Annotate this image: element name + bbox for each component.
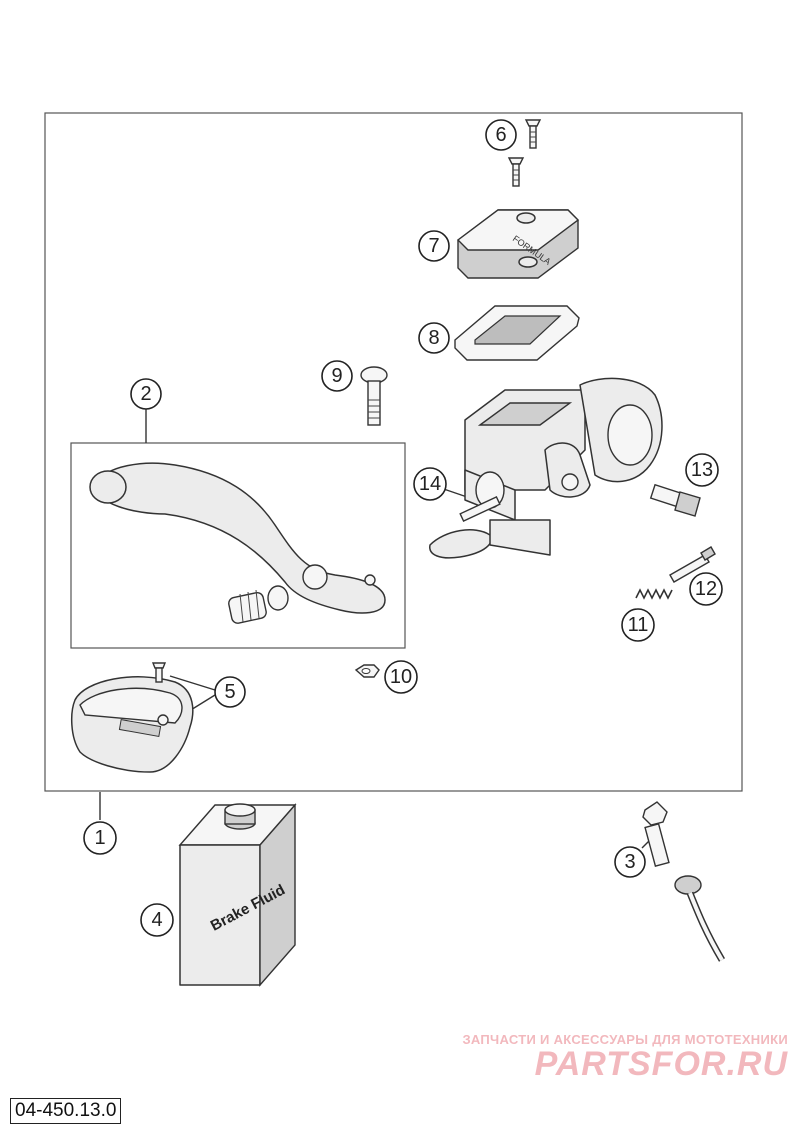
callout-1: 1 bbox=[83, 821, 117, 855]
adjuster-long-screw[interactable] bbox=[669, 546, 716, 583]
callout-8: 8 bbox=[418, 322, 450, 354]
callout-2: 2 bbox=[130, 378, 162, 410]
drawing-number: 04-450.13.0 bbox=[10, 1098, 122, 1124]
callout-label-6: 6 bbox=[495, 124, 506, 146]
return-spring[interactable] bbox=[635, 588, 673, 600]
callout-label-2: 2 bbox=[140, 383, 151, 405]
callout-label-5: 5 bbox=[224, 681, 235, 703]
reservoir-gasket[interactable] bbox=[454, 305, 580, 361]
callout-label-10: 10 bbox=[390, 666, 412, 688]
brake-lever[interactable] bbox=[89, 462, 386, 614]
brake-hose[interactable] bbox=[642, 801, 726, 962]
lever-subassembly-frame bbox=[70, 442, 406, 649]
pivot-bolt[interactable] bbox=[360, 366, 388, 426]
callout-10: 10 bbox=[384, 660, 418, 694]
lever-guard-screw[interactable] bbox=[151, 662, 167, 683]
callout-label-12: 12 bbox=[695, 578, 717, 600]
callout-13: 13 bbox=[685, 453, 719, 487]
callout-7: 7 bbox=[418, 230, 450, 262]
watermark: ЗАПЧАСТИ И АКСЕССУАРЫ ДЛЯ МОТОТЕХНИКИ PA… bbox=[462, 1032, 788, 1084]
lever-pivot-bushing[interactable] bbox=[228, 585, 289, 624]
callout-6: 6 bbox=[485, 119, 517, 151]
cover-screws[interactable] bbox=[507, 119, 542, 187]
callout-label-7: 7 bbox=[428, 235, 439, 257]
callout-label-11: 11 bbox=[628, 614, 649, 636]
brake-fluid-bottle[interactable]: Brake Fluid bbox=[178, 803, 297, 987]
master-cylinder-body[interactable] bbox=[464, 377, 663, 521]
watermark-logo: PARTSFOR.RU bbox=[534, 1045, 788, 1083]
reservoir-cover[interactable]: FORMULA bbox=[456, 209, 580, 279]
callout-9: 9 bbox=[321, 360, 353, 392]
callout-label-13: 13 bbox=[691, 459, 713, 481]
callout-label-1: 1 bbox=[94, 827, 105, 849]
pushrod-assembly[interactable] bbox=[429, 471, 551, 559]
assembly-frame bbox=[44, 112, 743, 792]
callout-label-4: 4 bbox=[151, 909, 162, 931]
watermark-caption: ЗАПЧАСТИ И АКСЕССУАРЫ ДЛЯ МОТОТЕХНИКИ bbox=[462, 1032, 788, 1047]
adjuster-screw[interactable] bbox=[649, 483, 701, 517]
callout-11: 11 bbox=[621, 608, 655, 642]
callout-label-3: 3 bbox=[624, 851, 635, 873]
callout-14: 14 bbox=[413, 467, 447, 501]
callout-label-14: 14 bbox=[419, 473, 441, 495]
lever-guard[interactable] bbox=[70, 676, 194, 773]
callout-label-9: 9 bbox=[331, 365, 342, 387]
lever-nut[interactable] bbox=[354, 664, 380, 678]
callout-4: 4 bbox=[140, 903, 174, 937]
callout-5: 5 bbox=[214, 676, 246, 708]
callout-3: 3 bbox=[614, 846, 646, 878]
callout-12: 12 bbox=[689, 572, 723, 606]
callout-label-8: 8 bbox=[428, 327, 439, 349]
